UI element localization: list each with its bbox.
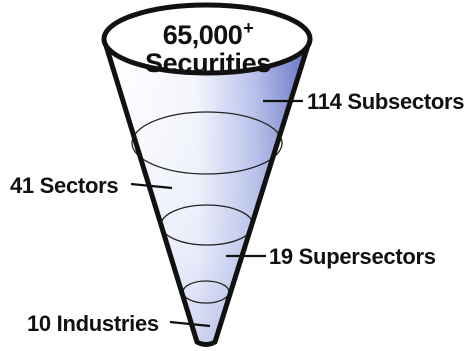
ring-subsectors <box>131 111 283 175</box>
label-sectors: 41 Sectors <box>10 173 119 198</box>
cone-shading <box>104 39 310 345</box>
leader-industries <box>169 320 211 328</box>
securities-count: 65,000+ <box>108 19 308 49</box>
cone-outline <box>101 38 313 347</box>
cone-rim <box>101 2 313 76</box>
leader-sectors <box>130 182 173 190</box>
securities-label: Securities <box>144 48 272 78</box>
securities-count-value: 65,000 <box>162 20 243 50</box>
securities-count-suffix: + <box>243 18 254 38</box>
label-industries: 10 Industries <box>27 311 159 336</box>
label-subsectors: 114 Subsectors <box>307 89 465 114</box>
label-supersectors: 19 Supersectors <box>269 244 436 269</box>
